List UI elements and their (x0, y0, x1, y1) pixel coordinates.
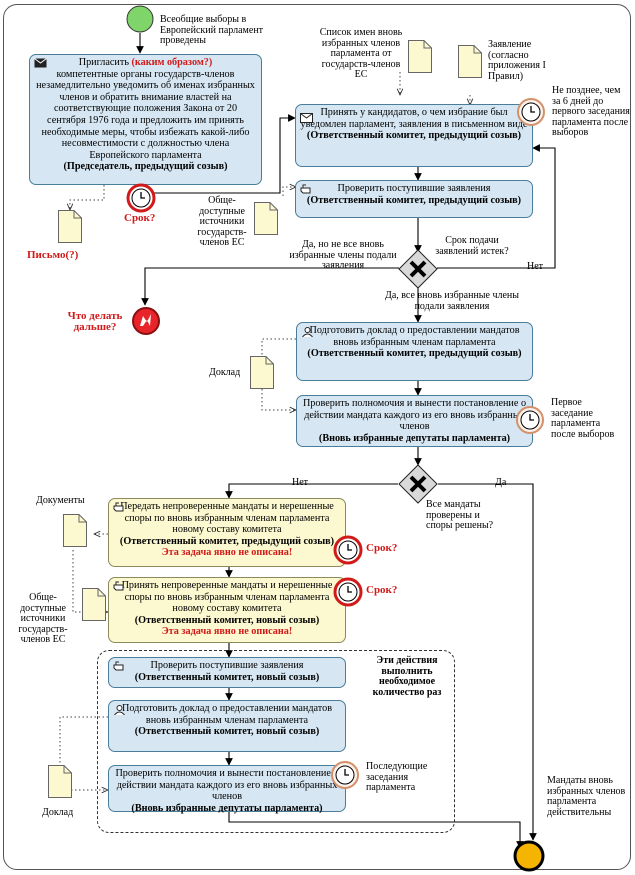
flow-gw1-not-all (141, 267, 399, 306)
report2-text: Подготовить доклад о предоставлении манд… (121, 703, 333, 726)
assoc-sources-check (282, 187, 296, 196)
task-report[interactable]: Подготовить доклад о предоставлении манд… (296, 322, 533, 381)
end-event-label: Мандаты вновь избранных членов парламент… (547, 775, 626, 818)
invite-role: (Председатель, предыдущий созыв) (63, 161, 228, 173)
timer-transfer-icon (333, 535, 363, 565)
task-check[interactable]: Проверить поступившие заявления (Ответст… (295, 180, 533, 218)
flow-gw2-yes (438, 483, 537, 841)
person-icon (114, 705, 125, 715)
start-event (126, 5, 154, 33)
receive-warning: Эта задача явно не описана! (161, 626, 293, 638)
check-text: Проверить поступившие заявления (337, 183, 491, 194)
verify2-text: Проверить полномочия и вынести постановл… (115, 768, 339, 803)
hand-icon (113, 581, 124, 591)
statement-doc-icon (458, 45, 482, 78)
names-list-doc-icon (408, 40, 432, 73)
letter-doc-label: Письмо(?) (27, 249, 79, 261)
verify2-role: (Вновь избранные депутаты парламента) (131, 802, 323, 814)
person-icon (302, 327, 313, 337)
task-accept[interactable]: Принять у кандидатов, о чем избрание был… (295, 104, 533, 167)
report-text: Подготовить доклад о предоставлении манд… (309, 325, 520, 348)
transfer-text: Передать непроверенные мандаты и нерешен… (120, 501, 334, 536)
letter-doc-icon (58, 210, 82, 243)
hand-icon (300, 184, 311, 194)
public-sources-bottom-label: Обще-доступные источники государств-член… (18, 592, 68, 646)
public-sources-top-label: Обще-доступные источники государств-член… (197, 195, 247, 249)
public-sources-top-doc-icon (254, 202, 278, 235)
gateway1-branch-not-all: Да, но не все вновь избранные члены пода… (289, 239, 397, 272)
gateway2-question: Все мандаты проверены и споры решены? (426, 499, 494, 532)
check2-role: (Ответственный комитет, новый созыв) (134, 671, 320, 683)
report-doc-label: Доклад (209, 367, 241, 378)
end-event (513, 840, 545, 872)
task-transfer[interactable]: Передать непроверенные мандаты и нерешен… (108, 498, 346, 567)
task-check2[interactable]: Проверить поступившие заявления (Ответст… (108, 657, 346, 688)
report-doc2-label: Доклад (42, 807, 74, 818)
gateway2-diamond (398, 464, 438, 504)
flow-gw1-no (437, 144, 556, 269)
documents-doc-label: Документы (36, 495, 85, 506)
timer-receive-icon (333, 577, 363, 607)
task-receive[interactable]: Принять непроверенные мандаты и нерешенн… (108, 577, 346, 643)
report2-role: (Ответственный комитет, новый созыв) (134, 726, 320, 738)
process-pool (3, 4, 631, 870)
task-verify[interactable]: Проверить полномочия и вынести постановл… (296, 395, 533, 447)
timer-accept-icon (517, 98, 545, 126)
invite-prefix: Пригласить (78, 57, 129, 68)
gateway2-branch-no: Нет (292, 477, 309, 488)
timer-transfer-label: Срок? (366, 542, 398, 554)
hand-icon (113, 502, 124, 512)
assoc-invite-letter (70, 185, 105, 210)
error-event-label: Что делать дальше? (67, 310, 123, 333)
envelope-outline-icon (300, 113, 313, 123)
timer-invite-label: Срок? (124, 212, 156, 224)
accept-text: Принять у кандидатов, о чем избрание был… (300, 107, 528, 130)
timer-accept-label: Не позднее, чем за 6 дней до первого зас… (552, 85, 630, 139)
report-doc-icon (250, 356, 274, 389)
invite-body: компетентные органы государств-членов не… (36, 68, 255, 161)
documents-doc-icon (63, 514, 87, 547)
gateway1-question: Срок подачи заявлений истек? (435, 235, 509, 257)
timer-receive-label: Срок? (366, 584, 398, 596)
accept-role: (Ответственный комитет, предыдущий созыв… (306, 130, 522, 142)
verify-text: Проверить полномочия и вынести постановл… (302, 398, 527, 433)
envelope-icon (34, 58, 47, 68)
gateway1-branch-no: Нет (527, 261, 544, 272)
task-verify2[interactable]: Проверить полномочия и вынести постановл… (108, 765, 346, 814)
transfer-role: (Ответственный комитет, предыдущий созыв… (119, 535, 335, 547)
verify-role: (Вновь избранные депутаты парламента) (318, 432, 511, 444)
flow-verify2-to-end (228, 812, 524, 849)
transfer-warning: Эта задача явно не описана! (161, 547, 293, 559)
task-invite[interactable]: Пригласить (каким образом?) компетентные… (29, 54, 262, 185)
flow-gw2-no (225, 483, 398, 499)
public-sources-bottom-doc-icon (82, 588, 106, 621)
gateway2-branch-yes: Да (495, 477, 507, 488)
start-event-label: Всеобщие выборы в Европейский парламент … (160, 14, 264, 47)
gateway1-branch-all: Да, все вновь избранные члены подали зая… (385, 290, 519, 312)
loop-group (97, 650, 455, 833)
receive-role: (Ответственный комитет, новый созыв) (134, 614, 320, 626)
timer-verify-label: Первое заседание парламента после выборо… (551, 397, 615, 440)
check-role: (Ответственный комитет, предыдущий созыв… (306, 194, 522, 206)
error-event-icon (132, 307, 160, 335)
assoc-report2-doc (59, 716, 108, 790)
receive-text: Принять непроверенные мандаты и нерешенн… (121, 580, 333, 615)
timer-verify-icon (516, 406, 544, 434)
task-report2[interactable]: Подготовить доклад о предоставлении манд… (108, 700, 346, 752)
invite-question: (каким образом?) (131, 57, 213, 68)
gateway1-diamond (398, 249, 438, 289)
timer-verify2-icon (331, 761, 359, 789)
statement-doc-label: Заявление (согласно приложения I Правил) (488, 39, 546, 82)
loop-group-note: Эти действия выполнить необходимое колич… (372, 655, 442, 698)
report-role: (Ответственный комитет, предыдущий созыв… (307, 348, 522, 360)
hand-icon (113, 661, 124, 671)
names-list-doc-label: Список имен вновь избранных членов парла… (319, 27, 403, 81)
report-doc2-icon (48, 765, 72, 798)
timer-verify2-label: Последующие заседания парламента (366, 761, 428, 794)
check2-text: Проверить поступившие заявления (150, 660, 304, 671)
timer-invite-icon (126, 183, 156, 213)
